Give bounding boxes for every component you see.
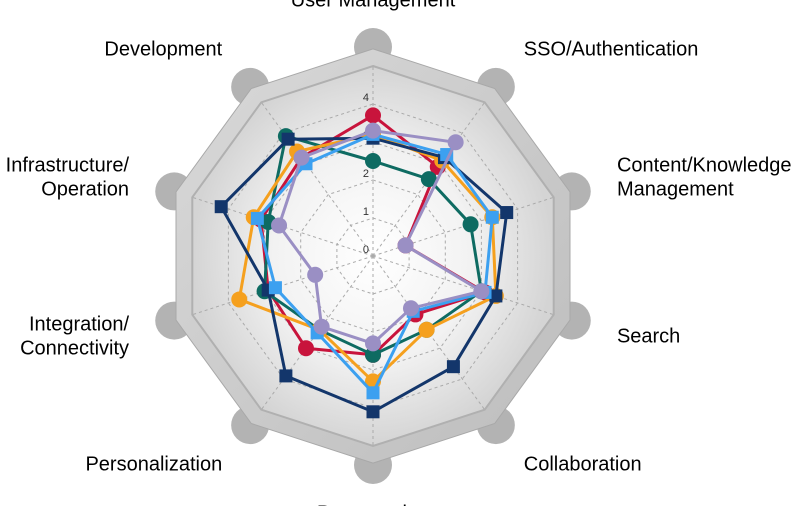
axis-label: User Management: [291, 0, 456, 12]
data-point: [485, 210, 499, 224]
grid-ring: [300, 179, 446, 333]
axis-label: Integration/Connectivity: [20, 313, 129, 359]
axis-label: Personalization: [85, 454, 222, 476]
axis-label: Infrastructure/Operation: [6, 155, 130, 201]
data-point: [365, 346, 381, 363]
axis-label-line: Personalization: [85, 454, 222, 476]
data-point: [418, 321, 435, 338]
data-point: [231, 291, 248, 308]
grid-spoke: [260, 101, 374, 257]
series-3: [214, 131, 514, 419]
data-point: [447, 134, 464, 151]
axis-label: Search: [617, 325, 680, 347]
data-point: [365, 107, 381, 124]
data-point: [281, 132, 295, 146]
data-point: [366, 405, 380, 419]
chart-grid: [192, 66, 554, 446]
data-point: [446, 360, 460, 374]
data-point: [293, 149, 310, 166]
data-point: [462, 216, 479, 233]
axis-label-line: Management: [617, 179, 734, 201]
tick-label: 4: [363, 92, 369, 104]
axis-labels: User ManagementSSO/AuthenticationContent…: [6, 0, 792, 506]
series-group: [214, 107, 514, 419]
data-point: [473, 283, 490, 300]
axis-label: SSO/Authentication: [524, 38, 699, 60]
data-point: [214, 200, 228, 214]
data-point: [365, 153, 381, 169]
grid-spoke: [372, 255, 486, 411]
axis-label-line: Collaboration: [524, 454, 642, 476]
data-point: [271, 217, 288, 234]
data-point: [366, 386, 380, 400]
axis-label: Presentation: [317, 503, 429, 506]
axis-label-line: SSO/Authentication: [524, 38, 699, 60]
axis-label: Collaboration: [524, 454, 642, 476]
tick-label: 2: [363, 168, 369, 180]
axis-label-line: Development: [104, 38, 222, 60]
axis-label-line: Content/Knowledge: [617, 155, 792, 177]
data-point: [402, 300, 419, 317]
grid-spoke: [372, 101, 486, 257]
data-point: [297, 340, 314, 357]
axis-label-line: Presentation: [317, 503, 429, 506]
data-point: [279, 369, 293, 383]
axis-label-line: Search: [617, 325, 680, 347]
axis-label-line: Infrastructure/: [6, 155, 130, 177]
data-point: [307, 266, 324, 283]
data-point: [250, 211, 264, 225]
data-point: [365, 122, 381, 139]
data-point: [420, 171, 437, 188]
data-point: [268, 281, 282, 295]
data-point: [397, 237, 414, 254]
axis-label-line: User Management: [291, 0, 456, 12]
grid-spoke: [372, 255, 554, 316]
data-point: [500, 206, 514, 220]
grid-spoke: [260, 255, 374, 411]
tick-label: 1: [363, 206, 369, 218]
data-point: [365, 335, 381, 352]
data-point: [313, 318, 330, 335]
series-5: [271, 122, 490, 352]
data-point: [489, 289, 503, 303]
grid-spoke: [192, 255, 374, 316]
axis-label-line: Connectivity: [20, 337, 129, 359]
axis-label-line: Operation: [41, 179, 129, 201]
axis-label-line: Integration/: [29, 313, 130, 335]
axis-label: Development: [104, 38, 222, 60]
tick-label: 0: [363, 244, 369, 256]
